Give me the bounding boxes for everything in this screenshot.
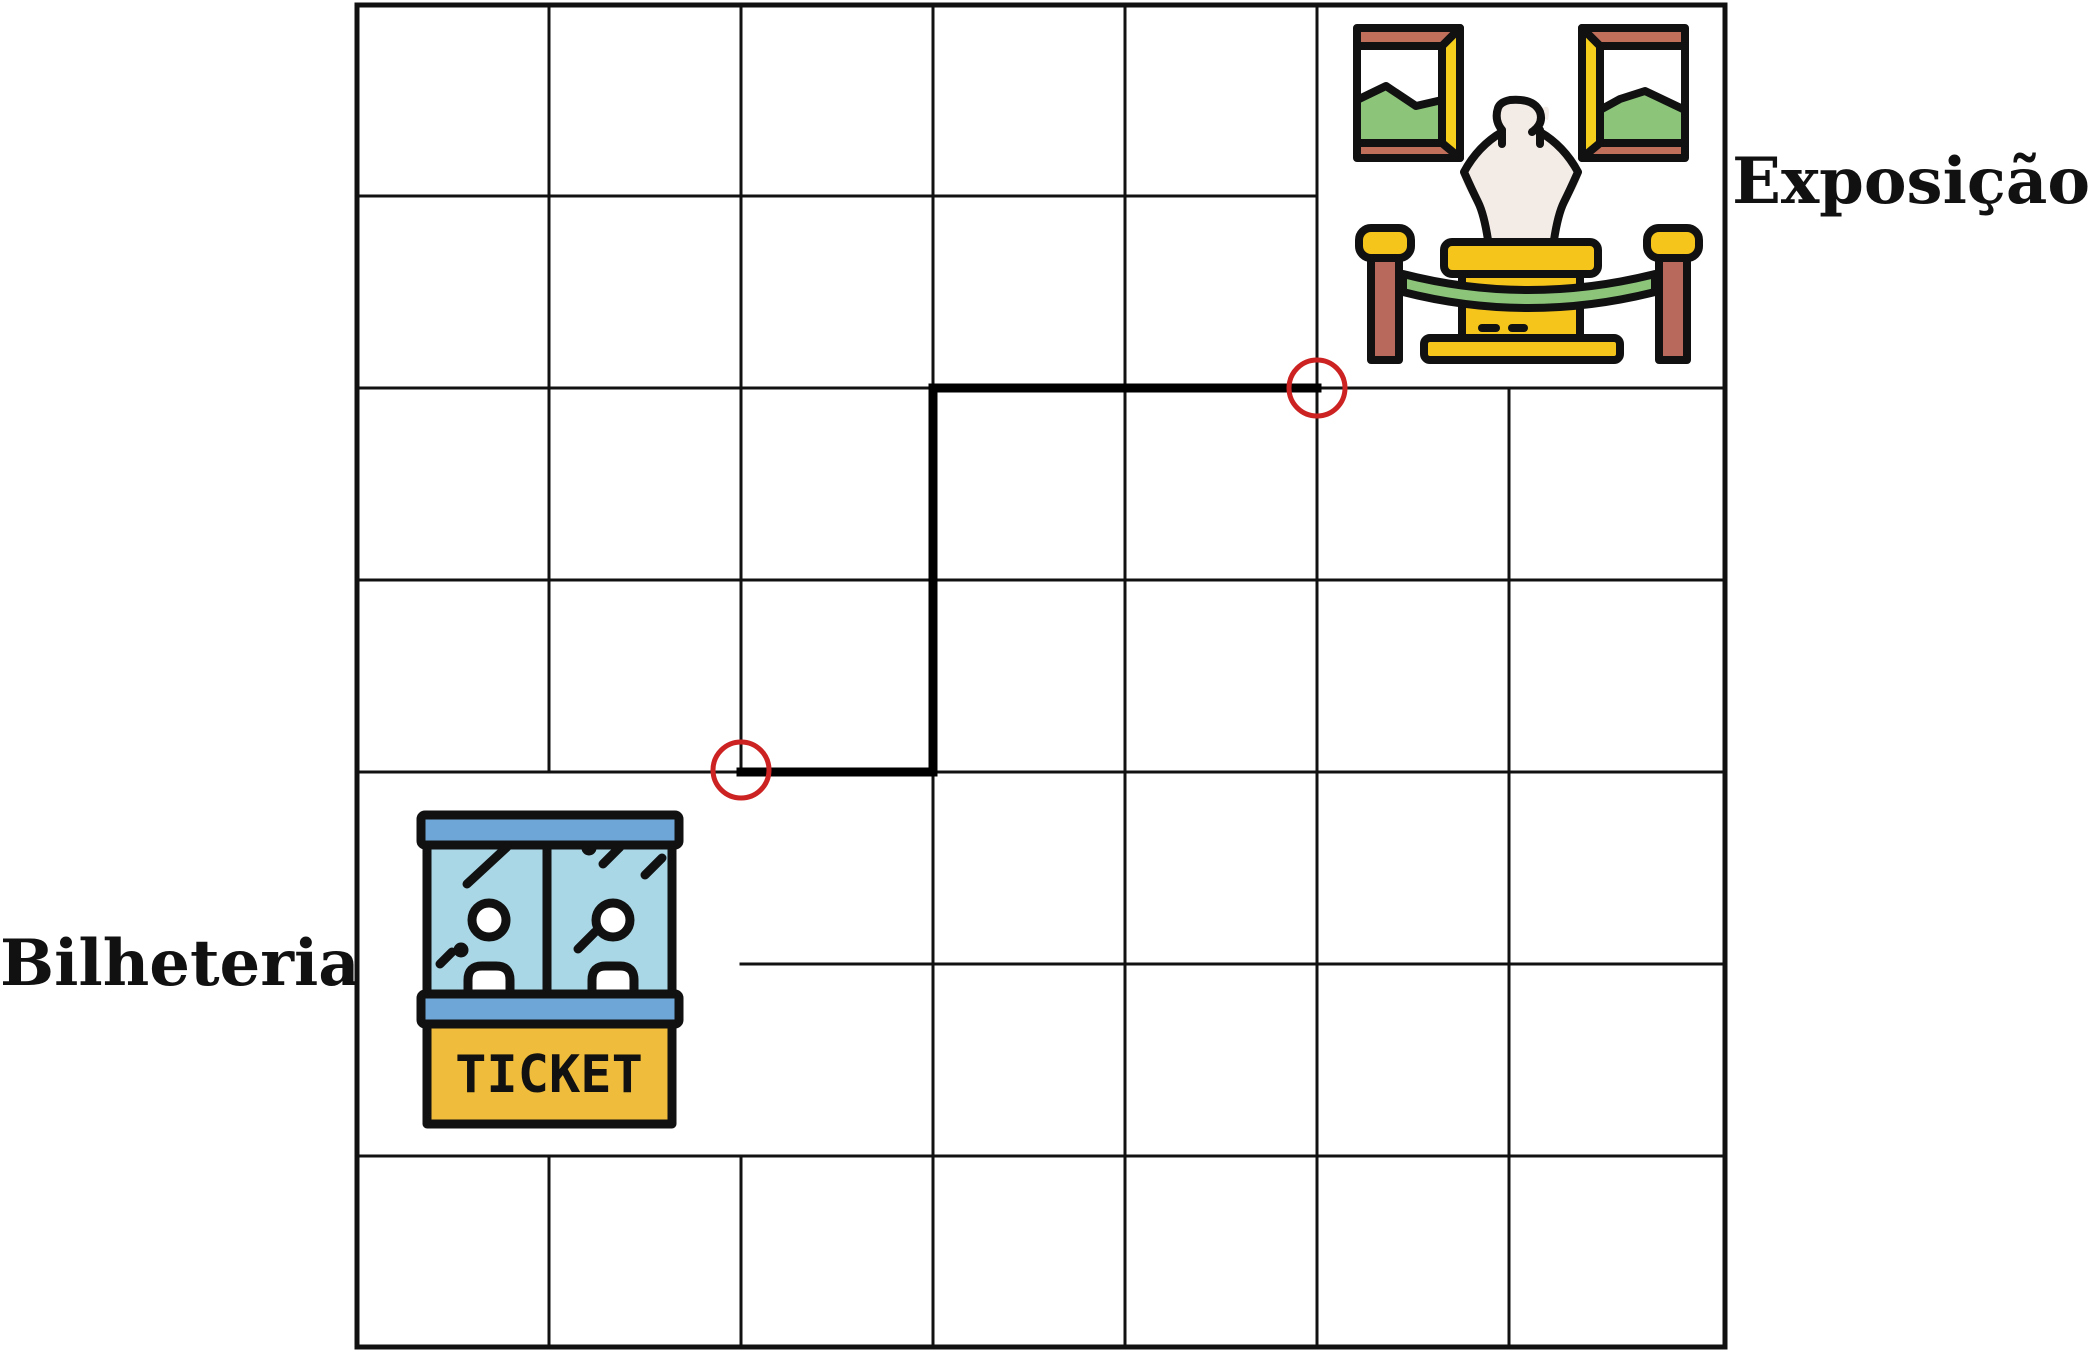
icon-shape — [1578, 24, 1604, 162]
painting-right-icon — [1578, 24, 1689, 162]
icon-shape — [640, 853, 667, 880]
grid-border — [354, 2, 1728, 1350]
icon-shape — [467, 898, 511, 942]
icon-shape — [1420, 334, 1624, 364]
icon-shape — [462, 842, 512, 889]
start-marker — [710, 739, 772, 801]
museum-exhibition-icon — [1353, 24, 1703, 364]
route-path — [736, 383, 1322, 777]
ticket-booth-icon: TICKET — [416, 810, 684, 1129]
icon-shape — [1643, 224, 1703, 262]
grid-lines — [355, 3, 1727, 1349]
icon-shape — [587, 961, 639, 999]
icon-shape — [435, 947, 457, 969]
icon-shape — [591, 898, 635, 942]
icon-shape — [1492, 95, 1545, 136]
icon-shape — [1655, 250, 1691, 364]
bust-statue-icon — [1460, 95, 1582, 244]
icon-shape — [1438, 24, 1464, 162]
ticket-office-label: Bilheteria — [0, 926, 360, 1001]
icon-shape — [1536, 128, 1582, 244]
end-marker — [1286, 357, 1348, 419]
icon-shape — [1460, 128, 1506, 244]
icon-shape — [463, 961, 515, 999]
icon-shape — [573, 927, 600, 954]
stanchion-post-icon — [1355, 224, 1703, 364]
painting-left-icon — [1353, 24, 1464, 162]
icon-shape — [581, 840, 597, 856]
icon-shape — [1355, 224, 1415, 262]
icon-shape — [1440, 238, 1602, 278]
icon-shape — [453, 942, 469, 958]
ticket-sign-text: TICKET — [455, 1045, 643, 1105]
icon-shape — [598, 842, 625, 869]
rope-icon — [1399, 270, 1659, 312]
icon-shape — [1367, 250, 1403, 364]
exhibition-label: Exposição — [1732, 144, 2090, 219]
icon-shape — [416, 810, 684, 850]
icon-shape — [422, 1019, 677, 1129]
